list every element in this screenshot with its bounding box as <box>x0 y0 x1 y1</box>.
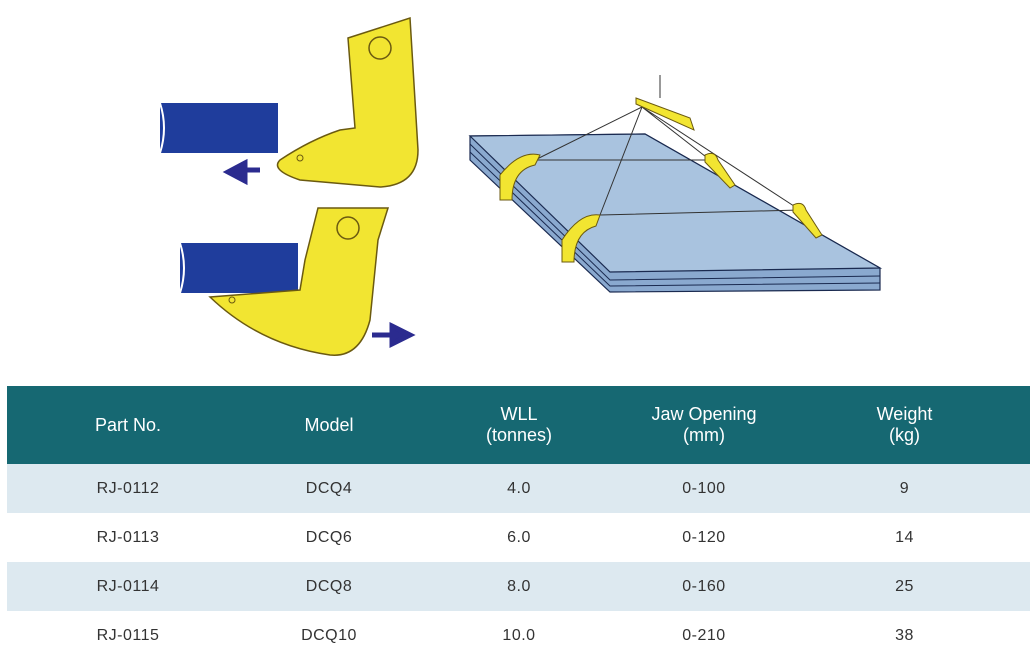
cell-part-no: RJ-0112 <box>7 464 249 513</box>
cell-part-no: RJ-0115 <box>96 626 160 644</box>
cell-wll: 6.0 <box>507 528 531 546</box>
clamp-release-diagram <box>159 16 419 356</box>
cell-jaw-opening: 0-120 <box>682 528 726 546</box>
header-label: Model <box>304 414 354 435</box>
header-unit: (kg) <box>889 425 920 445</box>
clamp-spec-table: Part No. Model WLL(tonnes) Jaw Opening(m… <box>7 386 1030 660</box>
header-label: Weight <box>876 404 933 424</box>
header-label: Part No. <box>94 414 162 435</box>
cell-weight: 14 <box>895 528 914 546</box>
cell-part-no: RJ-0114 <box>7 562 249 611</box>
cell-weight: 25 <box>779 562 1030 611</box>
plate-lifting-diagram <box>468 75 883 293</box>
cell-jaw-opening: 0-160 <box>629 562 779 611</box>
cell-jaw-opening: 0-210 <box>682 626 726 644</box>
cell-wll: 8.0 <box>409 562 629 611</box>
cell-wll: 10.0 <box>502 626 536 644</box>
header-label: Jaw Opening <box>651 404 757 424</box>
cell-model: DCQ8 <box>249 562 409 611</box>
cell-weight: 9 <box>779 464 1030 513</box>
header-unit: (tonnes) <box>485 425 553 445</box>
col-model: Model <box>249 386 409 464</box>
col-weight: Weight(kg) <box>779 386 1030 464</box>
lifting-clamp-illustration <box>159 16 883 356</box>
cell-model: DCQ4 <box>249 464 409 513</box>
header-unit: (mm) <box>683 425 725 445</box>
col-wll: WLL(tonnes) <box>409 386 629 464</box>
cell-jaw-opening: 0-100 <box>629 464 779 513</box>
cell-model: DCQ6 <box>305 528 353 546</box>
table-row: RJ-0115 DCQ10 10.0 0-210 38 <box>7 611 1030 660</box>
cell-model: DCQ10 <box>301 626 357 644</box>
col-part-no: Part No. <box>7 386 249 464</box>
cell-weight: 38 <box>895 626 914 644</box>
header-label: WLL <box>500 404 538 424</box>
cell-part-no: RJ-0113 <box>96 528 160 546</box>
table-row: RJ-0113 DCQ6 6.0 0-120 14 <box>7 513 1030 562</box>
cell-wll: 4.0 <box>409 464 629 513</box>
col-jaw-opening: Jaw Opening(mm) <box>629 386 779 464</box>
table-header-row: Part No. Model WLL(tonnes) Jaw Opening(m… <box>7 386 1030 464</box>
